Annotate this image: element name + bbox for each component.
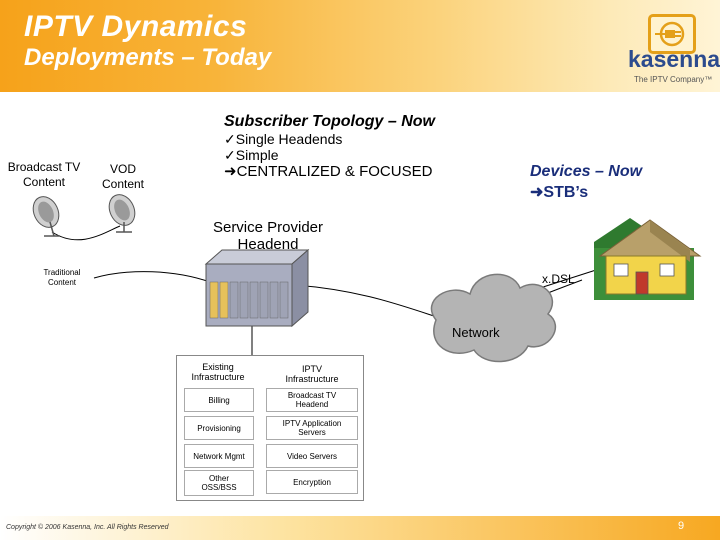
vod-line1: VOD bbox=[109, 162, 136, 176]
existing-header-line2: Infrastructure bbox=[191, 372, 245, 382]
existing-item-network-mgmt: Network Mgmt bbox=[184, 444, 254, 468]
satellite-dish-icon bbox=[108, 194, 136, 233]
iptv-item-label: Encryption bbox=[293, 477, 331, 487]
iptv-header-line2: Infrastructure bbox=[285, 374, 339, 384]
iptv-item-label: Broadcast TV bbox=[287, 391, 337, 400]
existing-header-line1: Existing bbox=[202, 362, 234, 372]
traditional-line1: Traditional bbox=[43, 268, 81, 277]
existing-item-label: Network Mgmt bbox=[193, 451, 245, 461]
existing-item-provisioning: Provisioning bbox=[184, 416, 254, 440]
satellite-dish-icon bbox=[32, 196, 60, 237]
emphasis-text: CENTRALIZED & FOCUSED bbox=[236, 163, 433, 180]
iptv-item-label: Video Servers bbox=[286, 451, 338, 461]
network-cloud-icon bbox=[430, 273, 557, 363]
devices-stb-text: STB’s bbox=[543, 184, 589, 201]
logo-plug-icon bbox=[655, 21, 685, 47]
arrow-bullet-icon: ➜ bbox=[530, 184, 544, 201]
slide-title: IPTV Dynamics bbox=[24, 10, 248, 43]
headend-line2: Headend bbox=[237, 236, 299, 253]
existing-item-label: Provisioning bbox=[197, 423, 241, 433]
headend-cloud-line bbox=[294, 284, 441, 319]
traditional-line2: Content bbox=[47, 278, 77, 287]
iptv-item-encryption: Encryption bbox=[266, 470, 358, 494]
xdsl-label: x.DSL bbox=[542, 272, 575, 286]
kasenna-logo-icon bbox=[648, 14, 696, 54]
footer-band bbox=[0, 516, 720, 540]
broadcast-tv-line1: Broadcast TV bbox=[7, 160, 81, 174]
network-label: Network bbox=[452, 325, 500, 340]
broadcast-tv-line2: Content bbox=[22, 175, 66, 189]
devices-item: ➜STB’s bbox=[530, 182, 588, 202]
copyright-text: Copyright © 2006 Kasenna, Inc. All Right… bbox=[6, 524, 169, 531]
iptv-item-broadcast-headend: Broadcast TV Headend bbox=[266, 388, 358, 412]
header-band bbox=[0, 0, 720, 92]
iptv-item-application-servers: IPTV Application Servers bbox=[266, 416, 358, 440]
traditional-link-line bbox=[93, 271, 211, 283]
existing-item-other-oss-bss: Other OSS/BSS bbox=[184, 470, 254, 496]
existing-infrastructure-header: Existing Infrastructure bbox=[180, 362, 256, 382]
vod-line2: Content bbox=[101, 177, 145, 191]
cloud-house-line bbox=[539, 269, 597, 289]
existing-item-label: OSS/BSS bbox=[201, 483, 237, 492]
existing-item-label: Billing bbox=[208, 395, 230, 405]
dish-link-line bbox=[51, 225, 121, 241]
iptv-item-video-servers: Video Servers bbox=[266, 444, 358, 468]
topology-heading: Subscriber Topology – Now bbox=[224, 113, 435, 130]
vod-label: VOD Content bbox=[96, 162, 150, 192]
bullet-simple: ✓Simple bbox=[224, 147, 279, 163]
headend-line1: Service Provider bbox=[212, 219, 324, 236]
server-rack-icon bbox=[204, 248, 310, 328]
traditional-content-label: Traditional Content bbox=[30, 268, 94, 288]
iptv-infrastructure-header: IPTV Infrastructure bbox=[272, 364, 352, 384]
broadcast-tv-label: Broadcast TV Content bbox=[2, 160, 86, 190]
emphasis-line: ➜CENTRALIZED & FOCUSED bbox=[224, 162, 432, 180]
bullet-single-headends: ✓Single Headends bbox=[224, 131, 343, 147]
house-icon bbox=[594, 218, 702, 300]
existing-item-billing: Billing bbox=[184, 388, 254, 412]
devices-heading: Devices – Now bbox=[530, 163, 643, 180]
iptv-header-line1: IPTV bbox=[301, 364, 322, 374]
iptv-item-label: Servers bbox=[298, 428, 326, 437]
headend-label: Service Provider Headend bbox=[196, 219, 340, 253]
iptv-item-label: Headend bbox=[295, 400, 329, 409]
page-number: 9 bbox=[678, 520, 685, 532]
slide-subtitle: Deployments – Today bbox=[24, 44, 272, 71]
logo-tagline: The IPTV Company™ bbox=[634, 75, 713, 84]
existing-item-label: Other bbox=[208, 474, 229, 483]
arrow-bullet-icon: ➜ bbox=[224, 163, 237, 180]
logo-name: kasenna bbox=[628, 46, 720, 72]
iptv-item-label: IPTV Application bbox=[282, 419, 342, 428]
